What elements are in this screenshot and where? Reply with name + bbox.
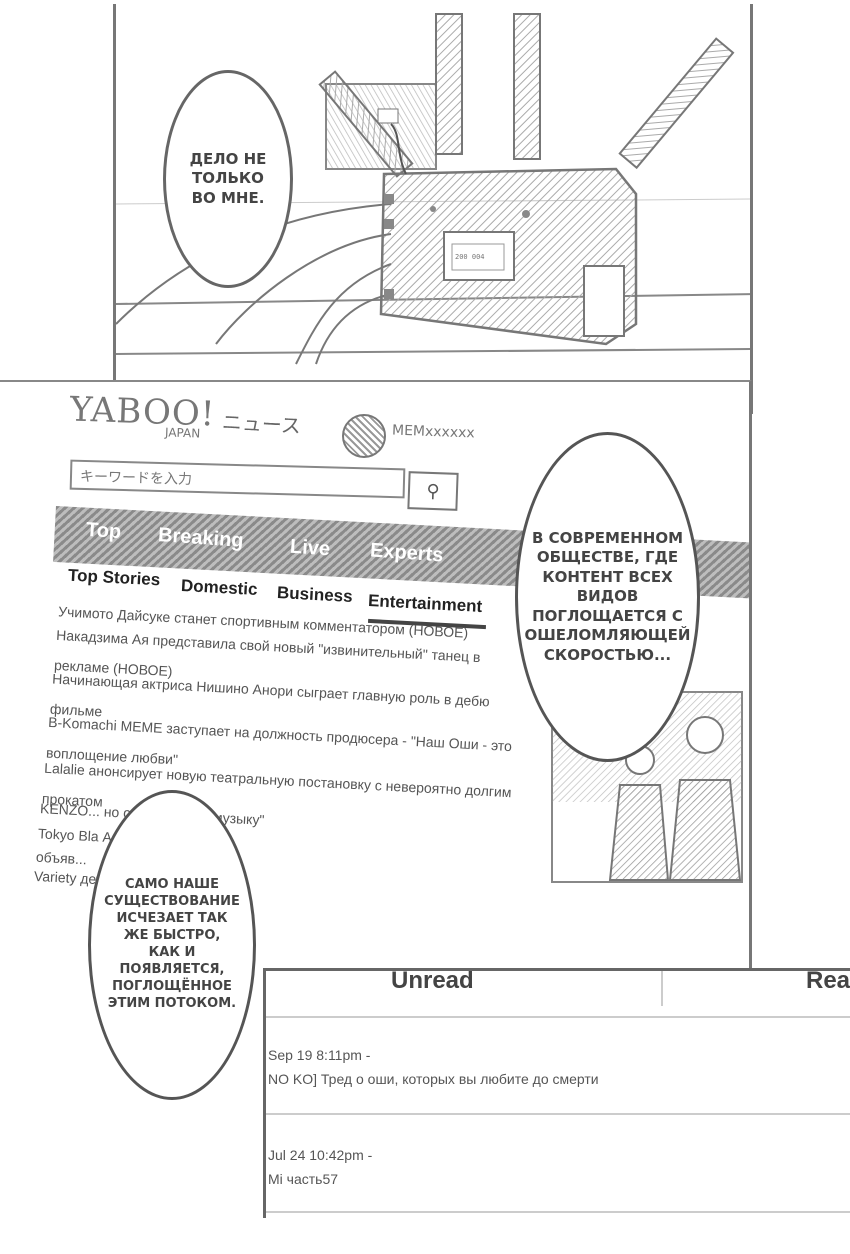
row-divider — [266, 1113, 850, 1115]
router-drawing: 200 004 — [116, 13, 750, 365]
thread-title[interactable]: Mi часть57 — [268, 1171, 339, 1187]
search-input[interactable]: キーワードを入力 — [69, 459, 406, 499]
tab-domestic[interactable]: Domestic — [180, 576, 259, 599]
bubble-bottom-text: Само наше существование исчезает так же … — [104, 877, 240, 1011]
speech-bubble-bottom: Само наше существование исчезает так же … — [88, 790, 256, 1100]
meme-badge-label[interactable]: MEMxxxxxx — [391, 422, 475, 442]
site-news-label[interactable]: ニュース — [221, 409, 302, 439]
news-item[interactable]: объяв... — [35, 848, 88, 868]
nav-top[interactable]: Top — [85, 518, 122, 544]
tab-entertainment[interactable]: Entertainment — [367, 591, 483, 616]
site-logo-sub: JAPAN — [164, 425, 201, 441]
search-button[interactable]: ⚲ — [407, 471, 459, 511]
forum-panel: Unread Rea Sep 19 8:11pm - NO KO] Тред о… — [263, 968, 850, 1218]
column-separator — [661, 971, 663, 1006]
antenna-mid-right — [513, 13, 541, 160]
svg-text:200 004: 200 004 — [455, 253, 485, 261]
nav-live[interactable]: Live — [289, 535, 331, 561]
thread-time: Jul 24 10:42pm - — [268, 1147, 373, 1163]
header-divider — [266, 1016, 850, 1018]
news-item[interactable]: Lalalie анонсирует новую театральную пос… — [43, 759, 512, 801]
news-item[interactable]: Начинающая актриса Нишино Анори сыграет … — [51, 670, 491, 710]
meme-badge-icon[interactable] — [342, 414, 386, 458]
tab-business[interactable]: Business — [276, 583, 354, 606]
bubble-right-text: В современном обществе, где контент всех… — [524, 528, 691, 664]
thread-time: Sep 19 8:11pm - — [268, 1047, 371, 1063]
bubble-top-text: Дело не только во мне. — [189, 149, 267, 207]
column-unread[interactable]: Unread — [391, 968, 474, 994]
thread-title[interactable]: NO KO] Тред о оши, которых вы любите до … — [268, 1071, 599, 1087]
antenna-mid-left — [435, 13, 463, 155]
antenna-right — [618, 37, 735, 170]
speech-bubble-right: В современном обществе, где контент всех… — [515, 432, 700, 762]
column-read[interactable]: Rea — [806, 968, 850, 994]
speech-bubble-top: Дело не только во мне. — [163, 70, 293, 288]
tab-top-stories[interactable]: Top Stories — [67, 565, 161, 590]
search-icon: ⚲ — [426, 480, 440, 502]
row-divider — [266, 1211, 850, 1213]
